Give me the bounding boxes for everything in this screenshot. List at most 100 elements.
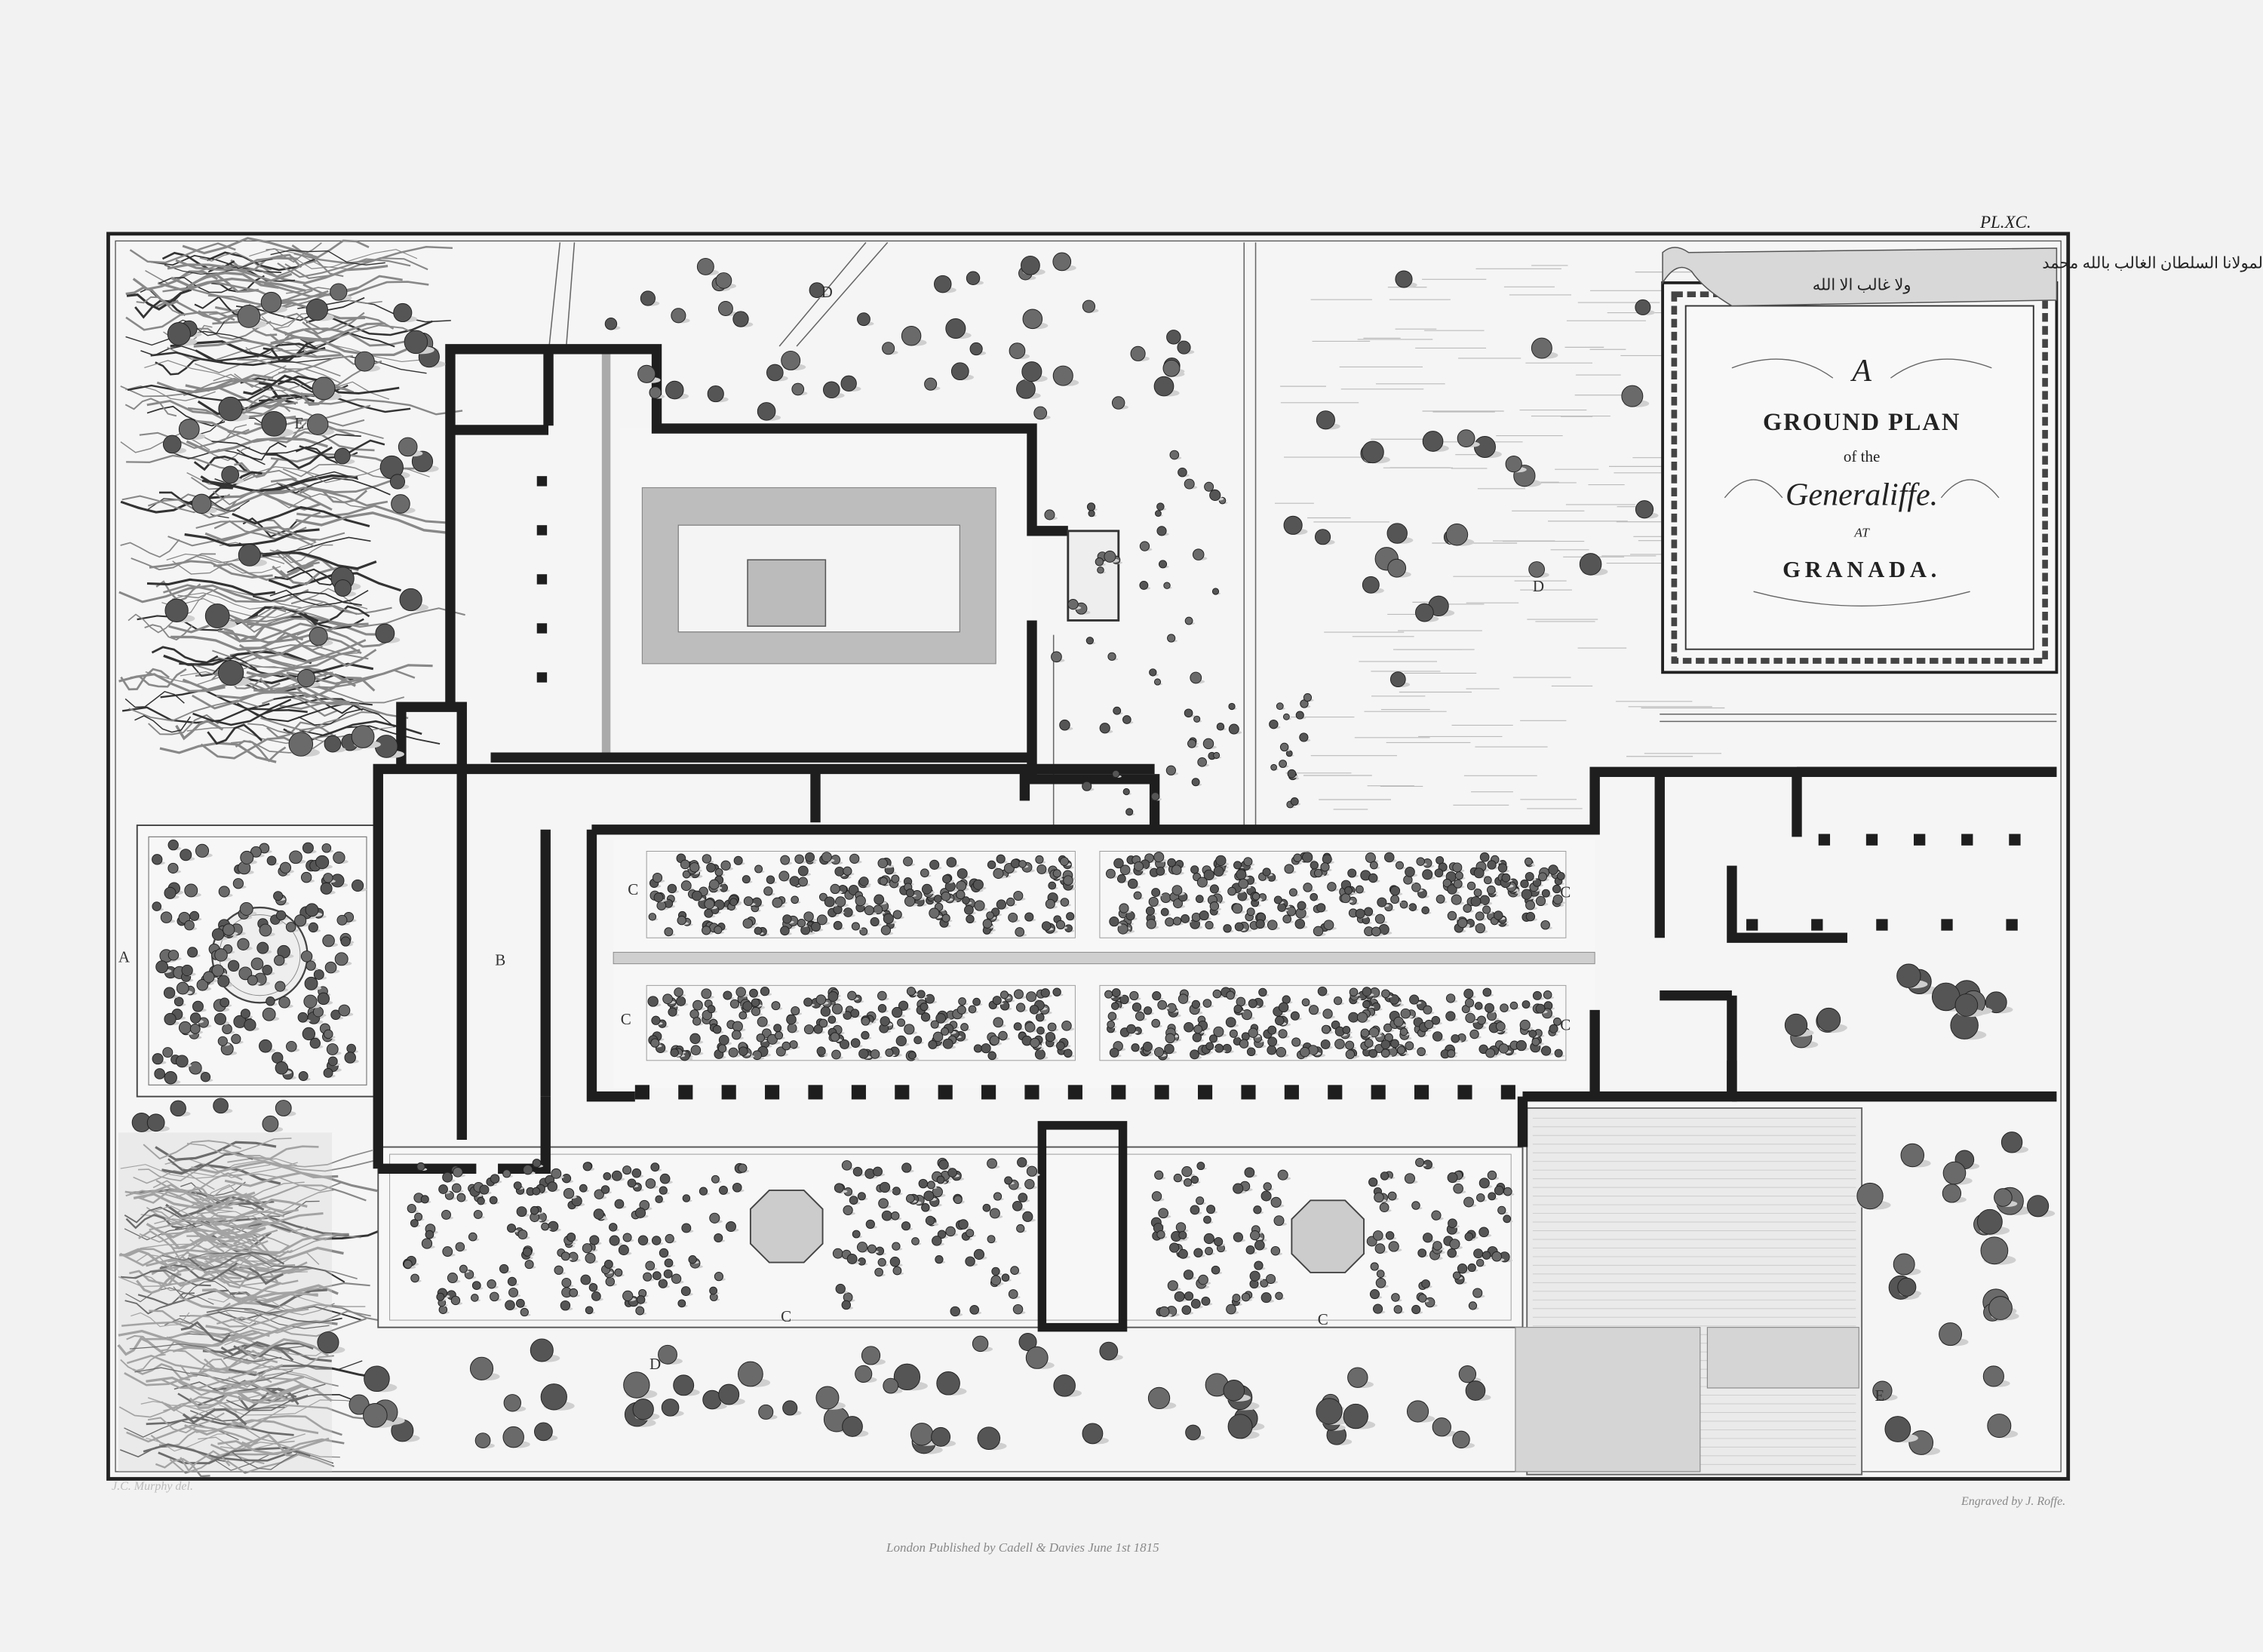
hill-contour	[266, 721, 335, 738]
tree	[297, 669, 316, 688]
water-channel	[613, 951, 1595, 965]
tree	[677, 915, 686, 926]
tree	[450, 1295, 461, 1306]
hill-contour	[170, 272, 279, 289]
hill-contour	[121, 702, 270, 724]
tree	[1184, 1021, 1194, 1033]
hill-contour	[226, 1380, 286, 1399]
pier	[851, 1085, 866, 1100]
tree	[349, 1394, 370, 1415]
tree	[305, 903, 319, 917]
hill-contour	[160, 1257, 241, 1279]
tree	[720, 860, 731, 871]
tree	[786, 1014, 797, 1025]
tree	[1285, 750, 1293, 757]
hill-contour	[192, 709, 308, 726]
tree	[502, 1169, 511, 1178]
tree	[1447, 910, 1457, 921]
tree	[966, 1229, 975, 1238]
tree	[1520, 879, 1529, 889]
tree	[334, 447, 351, 465]
tree	[867, 1244, 877, 1254]
hill-contour	[244, 1291, 366, 1307]
tree	[1008, 912, 1018, 923]
tree	[659, 1173, 671, 1184]
tree	[622, 1290, 634, 1302]
tree	[714, 1272, 724, 1282]
tree	[218, 886, 230, 898]
tree	[604, 318, 618, 330]
tree	[1260, 1279, 1269, 1288]
tree	[175, 1055, 189, 1068]
pier	[1284, 1085, 1299, 1100]
tree	[1521, 889, 1533, 900]
hill-contour	[125, 286, 179, 306]
tree	[1552, 884, 1561, 894]
cliff-shade	[118, 1132, 333, 1472]
tree	[1316, 903, 1326, 913]
tree	[1884, 1416, 1911, 1442]
tree	[662, 993, 674, 1005]
hill-contour	[134, 299, 186, 319]
tree	[211, 928, 225, 941]
tree	[261, 410, 287, 437]
hill-contour	[229, 404, 371, 421]
hill-contour	[220, 1340, 294, 1362]
pier	[634, 1085, 649, 1100]
hill-contour	[205, 447, 250, 462]
tree	[203, 971, 215, 983]
tree	[200, 1072, 211, 1082]
tree	[834, 1183, 844, 1193]
tree	[977, 1426, 1001, 1450]
tree	[1233, 1004, 1242, 1014]
tree	[1320, 862, 1330, 872]
tree	[167, 862, 179, 874]
hill-contour	[118, 1269, 260, 1288]
label-c: C	[628, 880, 638, 898]
tree	[652, 872, 663, 883]
hill-contour	[228, 1372, 339, 1388]
tree	[1484, 1003, 1494, 1013]
tree	[728, 1047, 738, 1058]
hill-contour	[223, 490, 321, 511]
hill-contour	[180, 1181, 305, 1203]
tree	[1299, 1046, 1310, 1058]
tree	[363, 1403, 388, 1428]
tree	[1385, 1231, 1395, 1240]
tree	[892, 1006, 903, 1018]
tree	[1422, 431, 1444, 452]
tree	[1184, 1291, 1194, 1301]
hill-contour	[219, 1385, 318, 1405]
tree	[238, 966, 253, 981]
tree	[1211, 1265, 1221, 1275]
hill-contour	[151, 646, 219, 664]
tree	[146, 1113, 165, 1132]
tree	[1475, 923, 1486, 934]
tree	[852, 1166, 863, 1177]
tree	[760, 986, 770, 996]
inscription-line-2: ولا غالب الا الله	[1813, 275, 1911, 294]
tree	[1192, 1033, 1202, 1042]
tree	[1472, 1288, 1483, 1298]
central-pool	[747, 559, 827, 627]
tree	[297, 1012, 309, 1023]
tree	[1487, 1170, 1497, 1181]
tree	[244, 1018, 256, 1031]
tree	[522, 1247, 533, 1257]
tree	[473, 1209, 483, 1219]
tree	[1169, 450, 1180, 460]
tree	[1548, 864, 1558, 875]
hill-contour	[207, 723, 263, 745]
tree	[499, 1264, 509, 1274]
tree	[1107, 1012, 1117, 1021]
tree	[1391, 1293, 1400, 1302]
tree	[964, 904, 974, 915]
hill-contour	[182, 1408, 247, 1426]
tree	[892, 910, 902, 920]
tree	[1404, 1173, 1416, 1184]
tree	[351, 879, 364, 892]
tree	[816, 1046, 826, 1056]
hill-contour	[197, 394, 315, 416]
tree	[680, 859, 690, 870]
tree	[1178, 1248, 1188, 1259]
